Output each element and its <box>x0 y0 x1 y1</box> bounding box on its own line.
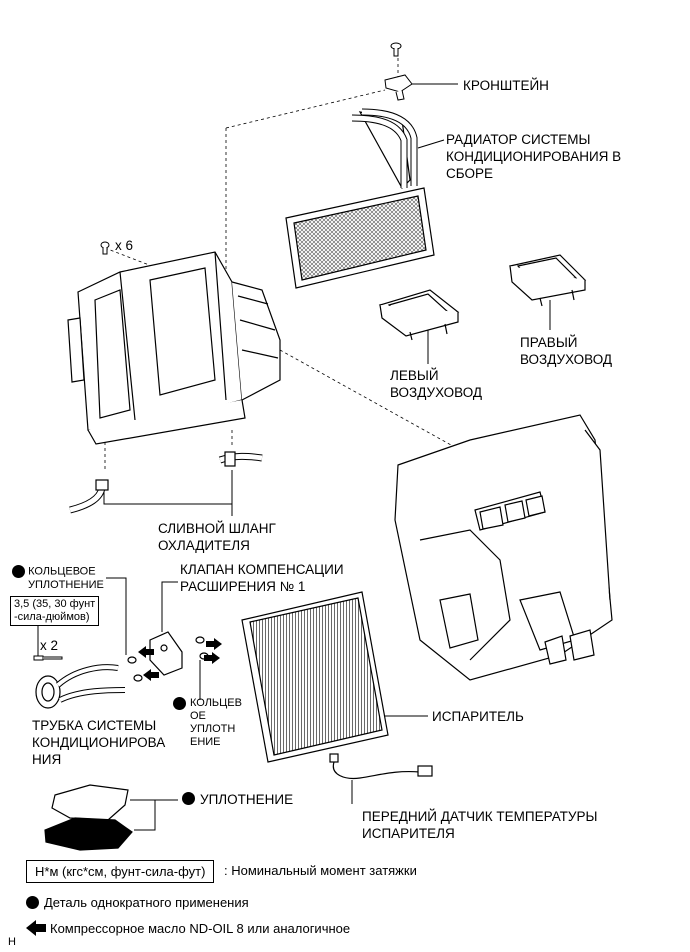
left-duct-label-1: ЛЕВЫЙ <box>390 368 439 383</box>
ac-tube-label-1: ТРУБКА СИСТЕМЫ <box>32 718 157 733</box>
right-duct-label-1: ПРАВЫЙ <box>520 335 578 350</box>
expansion-valve-label-2: РАСШИРЕНИЯ № 1 <box>180 579 306 594</box>
legend-non-reusable-icon <box>26 896 39 909</box>
torque-spec-box: 3,5 (35, 30 фунт -сила-дюймов) <box>10 596 100 626</box>
packing-top-icon <box>51 784 129 821</box>
lower-case-icon <box>394 414 613 681</box>
screw-x6-icon <box>100 241 110 255</box>
heater-radiator-icon <box>285 108 435 289</box>
temp-sensor-icon <box>329 753 433 780</box>
temp-sensor-label-1: ПЕРЕДНИЙ ДАТЧИК ТЕМПЕРАТУРЫ <box>362 809 598 824</box>
expansion-valve-leader <box>161 581 178 632</box>
drain-hose-icon <box>69 451 263 514</box>
evaporator-label: ИСПАРИТЕЛЬ <box>432 709 524 724</box>
non-reusable-icon <box>173 697 186 710</box>
ac-tube-icon <box>35 664 126 709</box>
o-ring-left-label-2: УПЛОТНЕНИЕ <box>28 579 104 591</box>
left-duct-icon <box>378 289 460 341</box>
drain-hose-label-2: ОХЛАДИТЕЛЯ <box>158 538 250 553</box>
temp-sensor-label-2: ИСПАРИТЕЛЯ <box>362 826 455 841</box>
right-duct-icon <box>508 254 587 307</box>
right-duct-label-2: ВОЗДУХОВОД <box>520 352 613 367</box>
expansion-valve-icon <box>149 631 183 676</box>
heater-radiator-label-1: РАДИАТОР СИСТЕМЫ <box>446 132 591 147</box>
legend-non-reusable: Деталь однократного применения <box>44 895 249 910</box>
screw-x2-label: x 2 <box>40 638 59 653</box>
o-ring-left-label: КОЛЬЦЕВОЕ <box>12 565 96 578</box>
packing-bottom-icon <box>44 817 133 851</box>
screw-x6-label: x 6 <box>115 238 134 253</box>
o-ring-left-label-1: КОЛЬЦЕВОЕ <box>28 565 96 578</box>
bracket-icon <box>384 74 413 101</box>
ac-tube-label-3: НИЯ <box>32 752 62 767</box>
upper-case-icon <box>67 251 281 445</box>
legend-compressor-oil: Компрессорное масло ND-OIL 8 или аналоги… <box>50 921 351 936</box>
o-ring-right-label-1: КОЛЬЦЕВ <box>190 697 242 709</box>
oil-arrow-icons <box>138 638 222 681</box>
torque-spec-line-2: -сила-дюймов) <box>14 611 90 623</box>
heater-radiator-leader <box>417 139 445 149</box>
torque-desc: : Номинальный момент затяжки <box>224 863 417 878</box>
legend-oil-arrow-icon <box>26 920 46 936</box>
bracket-label: КРОНШТЕЙН <box>463 78 549 93</box>
torque-spec-line-1: 3,5 (35, 30 фунт <box>14 598 96 610</box>
o-ring-left-leader <box>106 577 127 655</box>
heater-radiator-label-3: СБОРЕ <box>446 166 493 181</box>
o-ring-right-label-3: УПЛОТН <box>190 723 236 735</box>
non-reusable-icon <box>182 792 195 805</box>
o-ring-right-label-2: ОЕ <box>190 710 206 722</box>
screw-x2-icon <box>33 655 63 661</box>
corner-mark: H <box>8 936 16 948</box>
left-duct-label-2: ВОЗДУХОВОД <box>390 385 483 400</box>
torque-units-box: Н*м (кгс*см, фунт-сила-фут) <box>26 860 215 883</box>
o-ring-left-icon <box>127 656 143 682</box>
heater-radiator-label-2: КОНДИЦИОНИРОВАНИЯ В <box>446 149 622 164</box>
drain-hose-label-1: СЛИВНОЙ ШЛАНГ <box>158 521 276 536</box>
ac-tube-label-2: КОНДИЦИОНИРОВА <box>32 735 166 750</box>
drain-hose-leader <box>103 470 233 516</box>
screw-top-icon <box>390 42 402 57</box>
non-reusable-icon <box>12 565 25 578</box>
o-ring-right-label-4: ЕНИЕ <box>190 736 221 748</box>
expansion-valve-label-1: КЛАПАН КОМПЕНСАЦИИ <box>180 562 344 577</box>
packing-leader <box>130 799 178 831</box>
evaporator-icon <box>241 591 389 763</box>
packing-label: УПЛОТНЕНИЕ <box>200 792 294 807</box>
